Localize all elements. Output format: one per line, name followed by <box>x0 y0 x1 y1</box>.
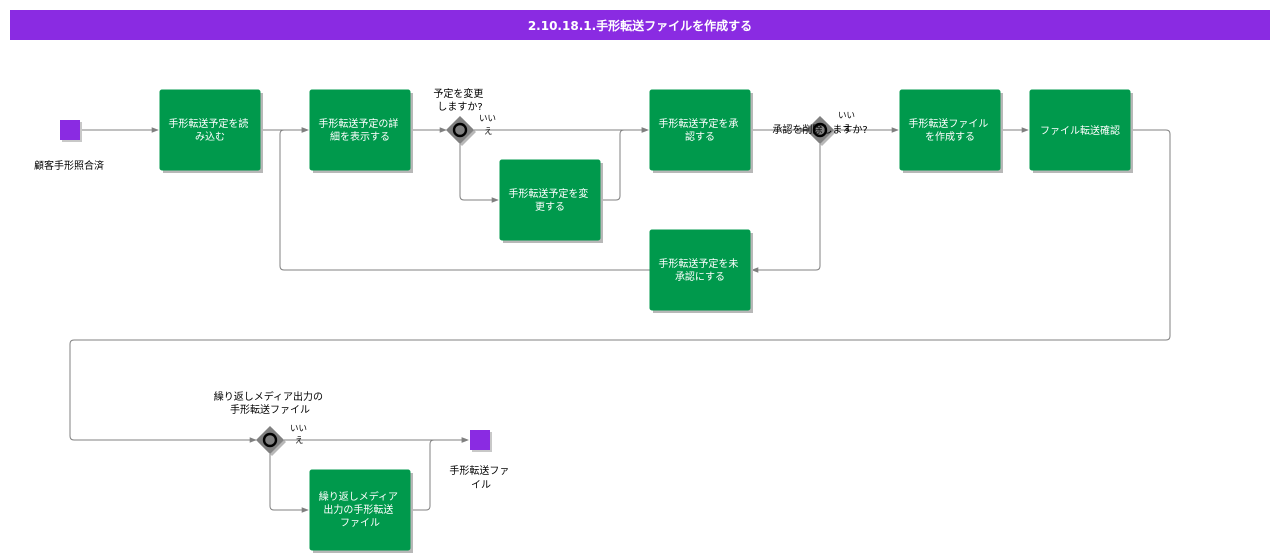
svg-text:手形転送予定を承 認する: 手形転送予定を承 認する <box>658 117 741 143</box>
task-read-schedule[interactable]: 手形転送予定を読 み込む <box>159 89 263 173</box>
end-event-square[interactable] <box>470 430 490 450</box>
edge-gateway1-yes-to-change <box>459 144 499 203</box>
edge-confirm-to-gateway3 <box>69 129 1171 443</box>
task-create-file[interactable]: 手形転送ファイル を作成する <box>899 89 1003 173</box>
gateway-repeat-question-label: 繰り返しメディア出力の 手形転送ファイル <box>214 390 327 416</box>
gateway-delete-question-label: 承認を削除しますか? <box>772 123 867 136</box>
svg-text:ファイル転送確認: ファイル転送確認 <box>1040 124 1120 137</box>
gateway-change-no-label: いい え <box>479 114 499 137</box>
end-event[interactable] <box>470 430 492 452</box>
gateway-ring-icon <box>452 122 468 138</box>
edge-gateway3-yes-to-repeat <box>269 454 309 513</box>
edge-gateway2-yes-to-unapprove <box>751 144 821 273</box>
svg-text:手形転送ファイル を作成する: 手形転送ファイル を作成する <box>908 117 991 143</box>
gateway-change-question-label: 予定を変更 しますか? <box>433 87 486 113</box>
gateway-delete-no-label: いい え <box>838 111 858 134</box>
svg-text:手形転送予定の詳 細を表示する: 手形転送予定の詳 細を表示する <box>318 117 401 143</box>
start-event-label: 顧客手形照合済 <box>34 159 104 172</box>
diagram-title: 2.10.18.1.手形転送ファイルを作成する <box>10 10 1270 40</box>
end-event-label: 手形転送ファ イル <box>449 464 512 491</box>
svg-text:手形転送予定を変 更する: 手形転送予定を変 更する <box>508 187 591 213</box>
svg-text:繰り返しメディア 出力の手形転送 フ: 繰り返しメディア 出力の手形転送 ファイル <box>319 490 402 529</box>
edges <box>69 127 1171 513</box>
task-repeat-media-output[interactable]: 繰り返しメディア 出力の手形転送 ファイル <box>309 469 413 553</box>
svg-text:手形転送予定を未 承認にする: 手形転送予定を未 承認にする <box>658 257 741 283</box>
edge-change-to-approve <box>600 127 649 201</box>
task-unapprove-schedule[interactable]: 手形転送予定を未 承認にする <box>649 229 753 313</box>
edge-unapprove-to-detail <box>279 127 650 271</box>
edge-repeat-to-end <box>410 437 469 511</box>
svg-text:手形転送予定を読 み込む: 手形転送予定を読 み込む <box>168 117 251 143</box>
task-change-schedule[interactable]: 手形転送予定を変 更する <box>499 159 603 243</box>
gateway-ring-icon <box>262 432 278 448</box>
start-event-square[interactable] <box>60 120 80 140</box>
task-show-detail[interactable]: 手形転送予定の詳 細を表示する <box>309 89 413 173</box>
start-event[interactable] <box>60 120 82 142</box>
gateway-ring-icon <box>812 122 828 138</box>
task-confirm-transfer[interactable]: ファイル転送確認 <box>1029 89 1133 173</box>
task-approve-schedule[interactable]: 手形転送予定を承 認する <box>649 89 753 173</box>
gateway-repeat-question[interactable] <box>256 426 286 456</box>
gateway-delete-question[interactable] <box>806 116 836 146</box>
gateway-repeat-no-label: いい え <box>290 424 310 446</box>
gateway-change-question[interactable] <box>446 116 476 146</box>
